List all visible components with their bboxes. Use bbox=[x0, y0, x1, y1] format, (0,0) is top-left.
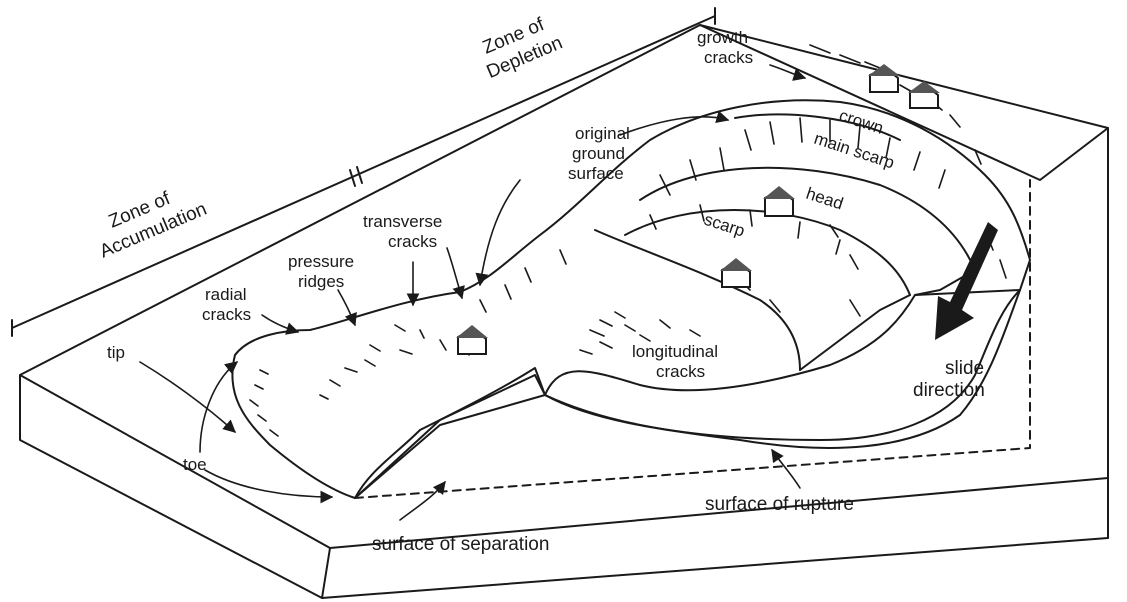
crack-marks bbox=[250, 45, 1006, 436]
radial-cracks-line-2: cracks bbox=[202, 305, 251, 324]
radial-cracks-line-1: radial bbox=[205, 285, 247, 304]
slide-direction-line-2: direction bbox=[913, 380, 985, 401]
zone-depletion-label: Zone of Depletion bbox=[474, 10, 565, 83]
transverse-cracks-label: transverse cracks bbox=[363, 212, 447, 251]
original-ground-surface-line-2: ground bbox=[572, 144, 625, 163]
surface-of-separation-label: surface of separation bbox=[372, 534, 549, 555]
pressure-ridges-line-2: ridges bbox=[298, 272, 344, 291]
house-icon bbox=[763, 186, 795, 216]
growth-cracks-line-1: growth bbox=[697, 28, 748, 47]
original-ground-surface-line-1: original bbox=[575, 124, 630, 143]
house-icon bbox=[456, 325, 488, 354]
hidden-bedrock-line bbox=[355, 180, 1030, 498]
longitudinal-cracks-line-1: longitudinal bbox=[632, 342, 718, 361]
radial-cracks-label: radial cracks bbox=[202, 285, 251, 324]
pressure-ridges-label: pressure ridges bbox=[288, 252, 359, 291]
growth-cracks-line-2: cracks bbox=[704, 48, 753, 67]
main-scarp-label: main scarp bbox=[812, 129, 897, 173]
slide-direction-line-1: slide bbox=[945, 358, 984, 379]
tip-label: tip bbox=[107, 343, 125, 362]
slide-direction-arrow-icon bbox=[935, 222, 998, 340]
growth-cracks-label: growth cracks bbox=[697, 28, 753, 67]
pressure-ridges-line-1: pressure bbox=[288, 252, 354, 271]
head-label: head bbox=[804, 184, 846, 214]
toe-label: toe bbox=[183, 455, 207, 474]
house-icon bbox=[720, 258, 752, 287]
surface-of-rupture-label: surface of rupture bbox=[705, 494, 854, 515]
transverse-cracks-line-1: transverse bbox=[363, 212, 442, 231]
original-ground-surface-label: original ground surface bbox=[568, 124, 635, 183]
scarp-blocks bbox=[595, 114, 975, 370]
original-ground-surface-line-3: surface bbox=[568, 164, 624, 183]
transverse-cracks-line-2: cracks bbox=[388, 232, 437, 251]
longitudinal-cracks-label: longitudinal cracks bbox=[632, 342, 723, 381]
longitudinal-cracks-line-2: cracks bbox=[656, 362, 705, 381]
zone-accumulation-label: Zone of Accumulation bbox=[87, 177, 210, 263]
separation-surface bbox=[355, 368, 545, 498]
slide-direction-label: slide direction bbox=[913, 358, 989, 401]
scarp-label: scarp bbox=[702, 210, 747, 241]
